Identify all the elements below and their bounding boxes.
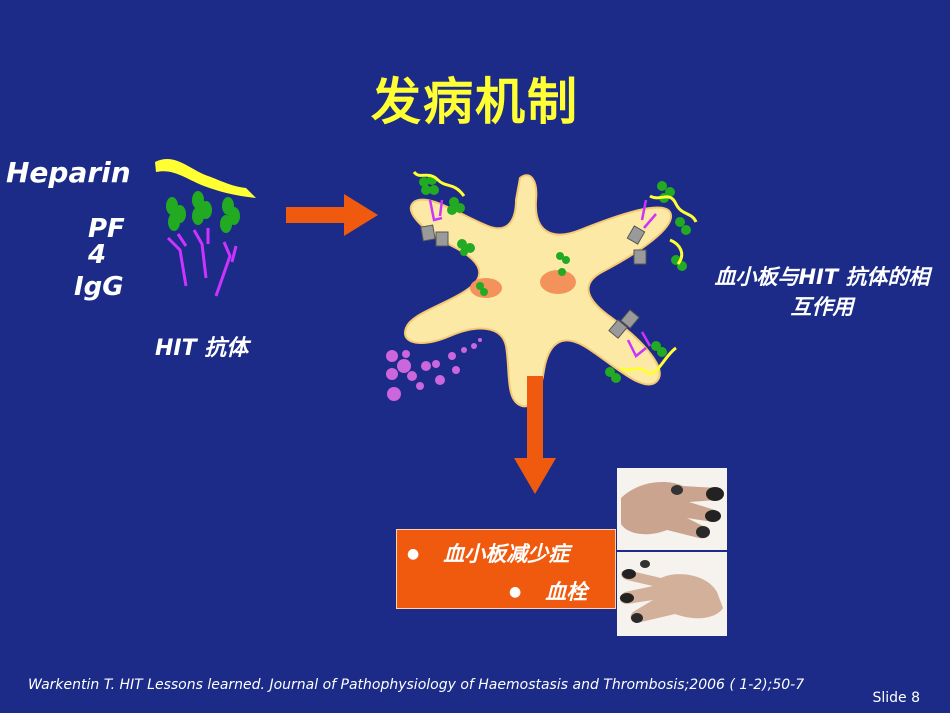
slide-title: 发病机制 [371,73,579,131]
outcome-text: 血小板减少症 [443,542,570,566]
heparin-label: Heparin [6,156,131,189]
bullet-icon: ● [509,584,522,600]
arrow-down-icon [514,376,556,494]
necrotic-hand-photo [617,468,727,550]
outcome-item-thrombosis: ● 血栓 [509,576,587,606]
outcome-item-thrombocytopenia: ● 血小板减少症 [407,538,611,568]
necrotic-hand-photo [617,552,727,636]
heparin-pf4-igg-complex-icon [155,159,256,297]
arrow-right-icon [286,194,378,236]
slide-number: Slide 8 [872,690,920,706]
pf4-label: PF 4 [88,214,125,270]
igg-label: IgG [74,272,124,302]
platelet-diagram [386,170,698,407]
outcome-text: 血栓 [545,580,588,604]
hit-antibody-label: HIT 抗体 [155,336,249,361]
outcome-box: ● 血小板减少症 ● 血栓 [396,529,616,609]
citation: Warkentin T. HIT Lessons learned. Journa… [28,677,805,693]
interaction-label: 血小板与HIT 抗体的相互作用 [714,265,930,319]
bullet-icon: ● [407,546,420,562]
